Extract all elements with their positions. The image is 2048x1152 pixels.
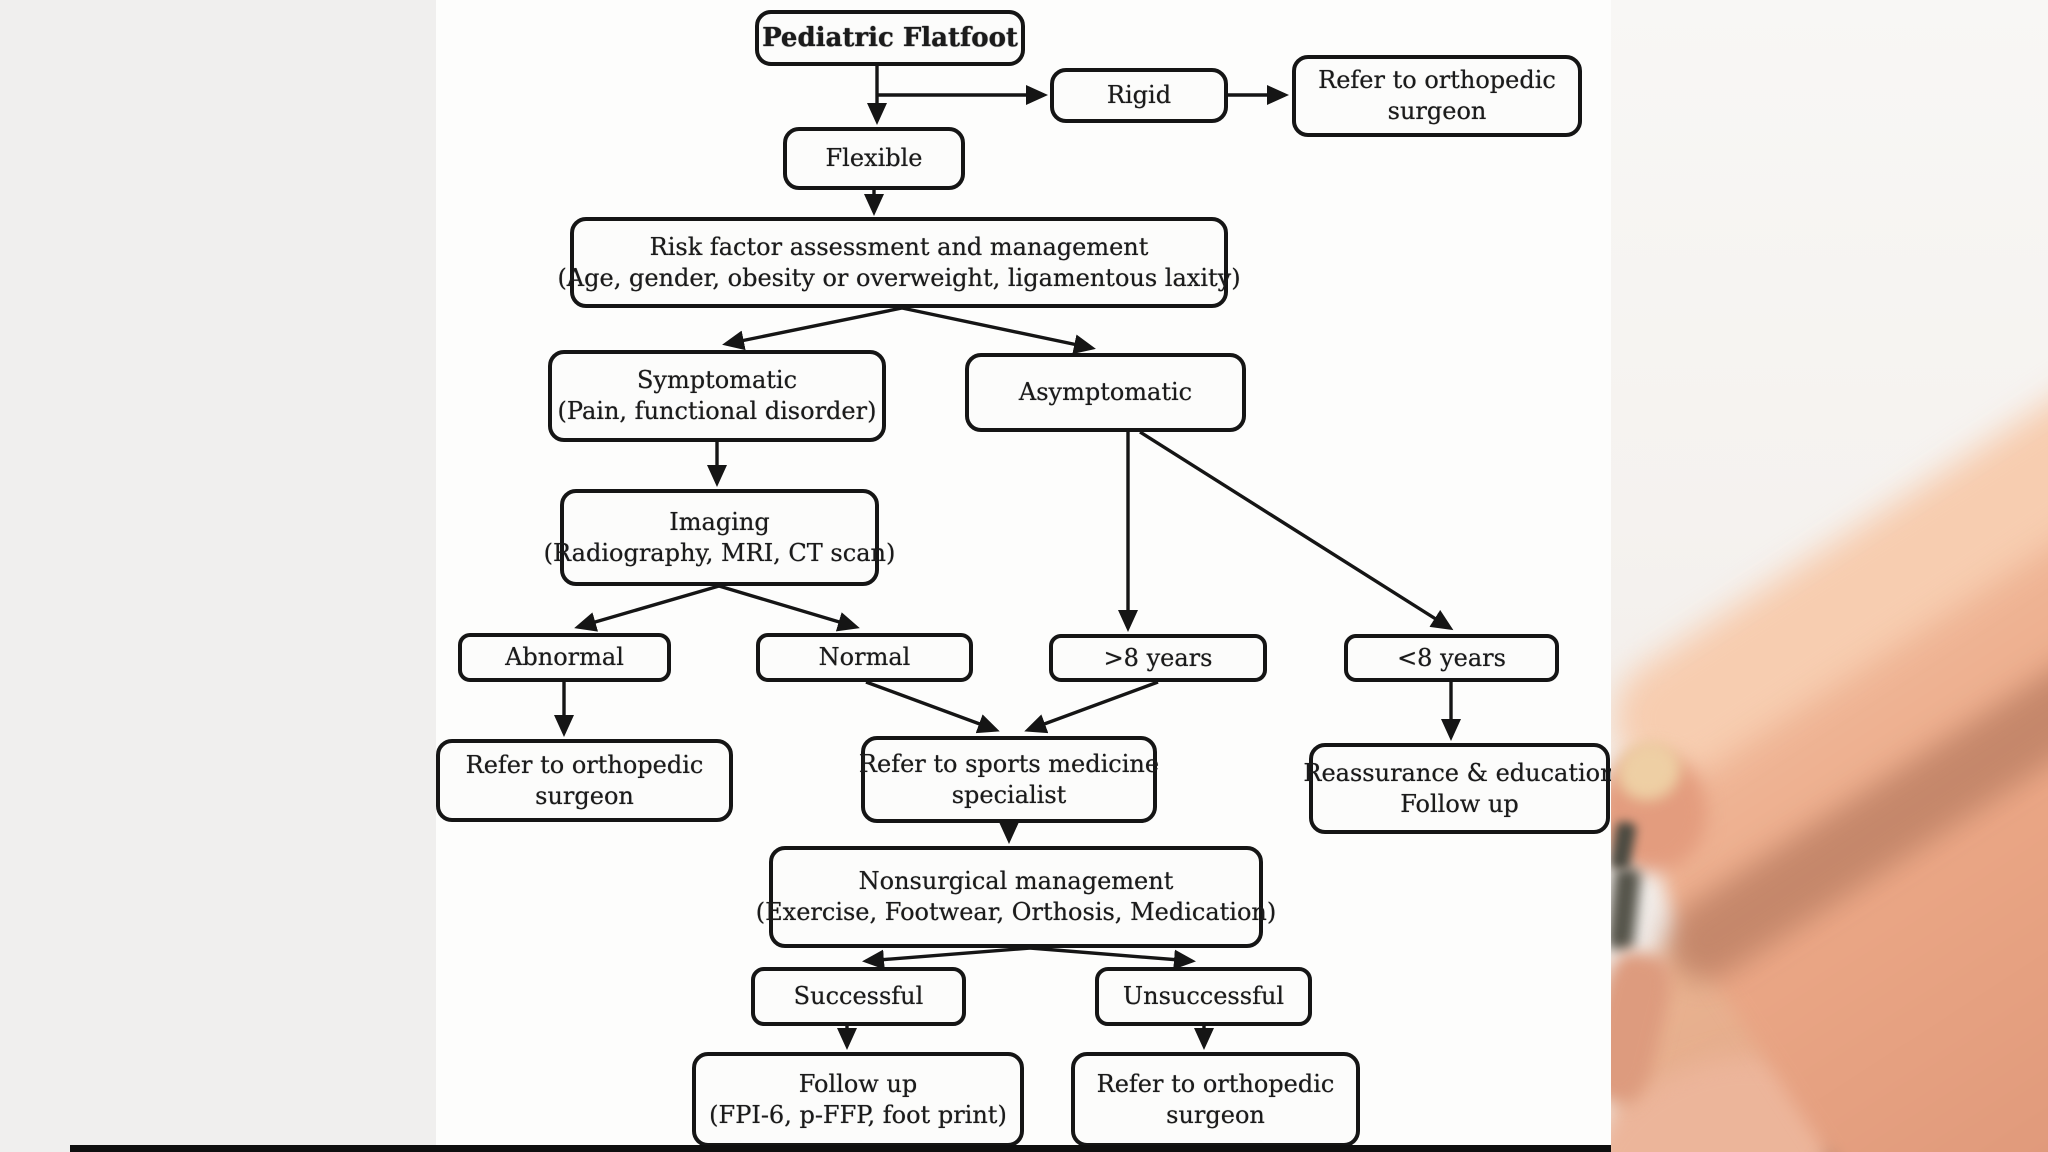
node-label: (Radiography, MRI, CT scan) [543, 538, 896, 567]
node-refer-orthopedic-top: Refer to orthopedic surgeon [1292, 55, 1582, 137]
node-label: Successful [793, 982, 924, 1010]
node-unsuccessful: Unsuccessful [1095, 967, 1312, 1026]
node-label: Reassurance & education [1303, 758, 1616, 787]
node-symptomatic: Symptomatic (Pain, functional disorder) [548, 350, 886, 442]
node-label: surgeon [535, 781, 634, 810]
node-risk-factor: Risk factor assessment and management (A… [557, 217, 1241, 308]
node-over-8-years: >8 years [1049, 634, 1267, 682]
node-label: Refer to orthopedic [1318, 66, 1556, 94]
node-label: (Pain, functional disorder) [557, 397, 877, 425]
node-label: Symptomatic [636, 366, 798, 394]
node-nonsurgical: Nonsurgical management (Exercise, Footwe… [756, 846, 1276, 948]
node-label: Follow up [1400, 789, 1519, 818]
node-imaging: Imaging (Radiography, MRI, CT scan) [544, 489, 895, 586]
node-refer-orthopedic-left: Refer to orthopedic surgeon [436, 739, 733, 822]
node-asymptomatic: Asymptomatic [965, 353, 1246, 432]
node-refer-orthopedic-bottom: Refer to orthopedic surgeon [1071, 1052, 1360, 1147]
node-label: Pediatric Flatfoot [762, 22, 1018, 53]
node-follow-up: Follow up (FPI-6, p-FFP, foot print) [692, 1052, 1024, 1147]
node-under-8-years: <8 years [1344, 634, 1559, 682]
node-label: specialist [951, 780, 1067, 809]
node-normal: Normal [756, 633, 973, 682]
node-successful: Successful [751, 967, 966, 1026]
node-label: <8 years [1397, 643, 1506, 672]
node-label: Refer to orthopedic [1096, 1069, 1335, 1098]
node-label: Rigid [1106, 81, 1172, 109]
node-label: >8 years [1103, 643, 1213, 672]
node-label: (FPI-6, p-FFP, foot print) [709, 1100, 1007, 1129]
node-flexible: Flexible [783, 127, 965, 190]
node-label: surgeon [1166, 1100, 1265, 1129]
node-abnormal: Abnormal [458, 633, 671, 682]
node-label: Refer to sports medicine [858, 749, 1160, 778]
node-reassurance: Reassurance & education Follow up [1303, 743, 1616, 834]
node-label: Risk factor assessment and management [649, 232, 1149, 261]
pen-tip-icon [1611, 866, 1642, 952]
node-label: Follow up [798, 1069, 918, 1098]
node-label: Abnormal [505, 643, 624, 671]
node-label: Normal [818, 643, 911, 671]
node-label: Refer to orthopedic [465, 750, 704, 779]
node-refer-sports-medicine: Refer to sports medicine specialist [858, 736, 1160, 823]
node-label: (Age, gender, obesity or overweight, lig… [557, 263, 1241, 292]
bottom-border-line [70, 1145, 1611, 1152]
node-label: Flexible [825, 144, 923, 172]
node-rigid: Rigid [1050, 68, 1228, 123]
node-label: surgeon [1387, 97, 1487, 125]
hand-photo [1611, 0, 2048, 1152]
node-label: Unsuccessful [1122, 982, 1285, 1010]
node-label: Imaging [669, 507, 770, 536]
node-pediatric-flatfoot: Pediatric Flatfoot [755, 10, 1025, 66]
node-label: Asymptomatic [1018, 378, 1193, 406]
node-label: (Exercise, Footwear, Orthosis, Medicatio… [755, 898, 1277, 926]
node-label: Nonsurgical management [858, 867, 1174, 895]
